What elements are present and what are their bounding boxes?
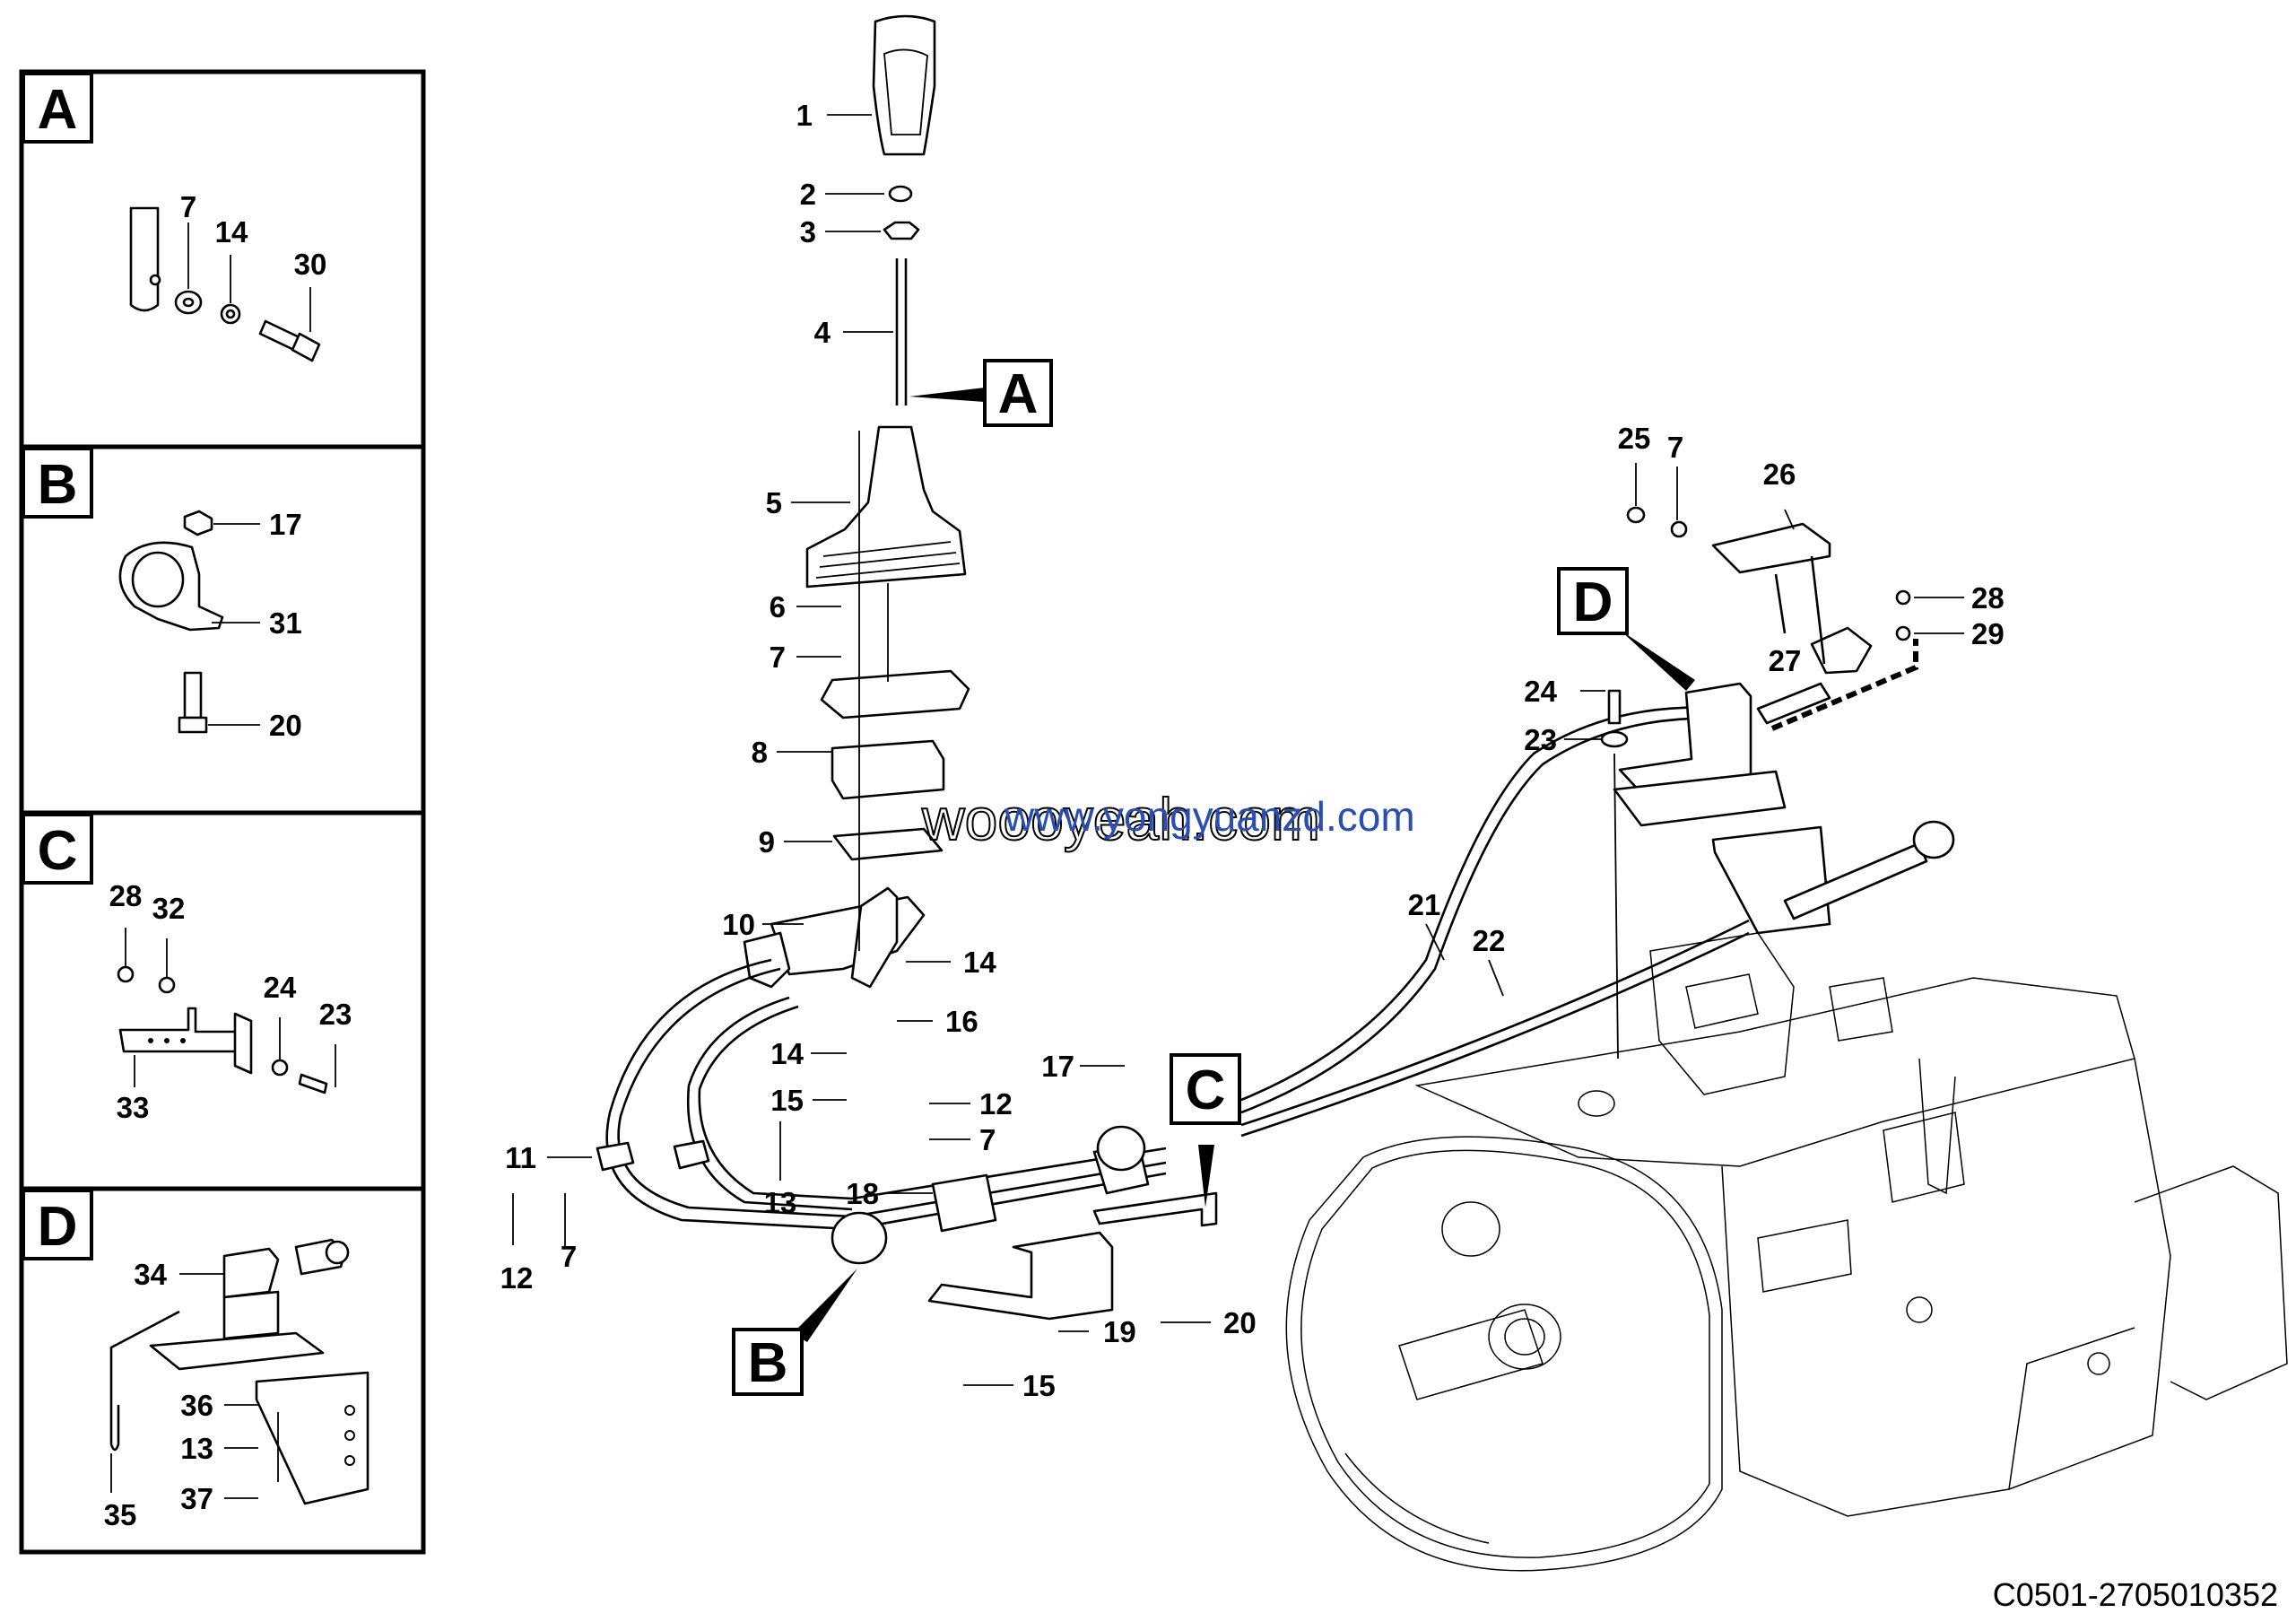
drawing-code: C0501-2705010352: [1993, 1576, 2278, 1613]
label-28: 28: [109, 879, 143, 912]
detail-letter-c: C: [38, 820, 78, 882]
label-9: 9: [759, 825, 775, 859]
callout-letter-a: A: [998, 363, 1039, 425]
label-15: 15: [770, 1084, 804, 1117]
gearbox-bracket-labels: 25 7 26 28 29 27 24 23 21 22: [1408, 422, 2005, 997]
label-27: 27: [1769, 644, 1802, 677]
label-22: 22: [1473, 924, 1506, 957]
detail-panel-a: A 7 14 30: [22, 72, 327, 362]
label-33: 33: [117, 1091, 150, 1124]
gear-lever-stack: [743, 14, 970, 989]
label-13: 13: [764, 1186, 797, 1219]
label-35: 35: [104, 1498, 137, 1531]
label-19: 19: [1103, 1315, 1136, 1348]
label-24: 24: [264, 971, 297, 1004]
label-4: 4: [814, 316, 831, 349]
gearbox-cable-brackets: [1600, 506, 1955, 1060]
label-20: 20: [1223, 1306, 1257, 1339]
detail-panel-d: D 34 36 13 37 35: [22, 1189, 370, 1531]
detail-letter-a: A: [38, 79, 78, 141]
label-14: 14: [215, 215, 248, 249]
label-6: 6: [770, 590, 786, 624]
label-18: 18: [846, 1177, 879, 1210]
callout-d: D: [1557, 567, 1695, 691]
label-7: 7: [979, 1123, 996, 1156]
label-37: 37: [180, 1482, 213, 1515]
label-1: 1: [796, 99, 813, 132]
label-5: 5: [766, 486, 782, 519]
label-29: 29: [1971, 617, 2005, 650]
callout-c: C: [1170, 1053, 1241, 1208]
label-23: 23: [319, 998, 352, 1031]
label-2: 2: [800, 178, 816, 211]
label-30: 30: [294, 248, 327, 281]
label-8: 8: [752, 736, 768, 769]
detail-letter-b: B: [38, 454, 78, 516]
label-15: 15: [1022, 1369, 1056, 1402]
watermark-primary: woooyeah.com: [921, 786, 1320, 852]
label-24: 24: [1524, 675, 1557, 708]
watermark: woooyeah.com www.yongyuanzd.com: [920, 785, 1415, 853]
label-17: 17: [1041, 1050, 1074, 1083]
label-31: 31: [269, 606, 302, 640]
cable-assembly: [596, 706, 1750, 1321]
label-20: 20: [269, 709, 302, 742]
lever-stack-labels: 1 2 3 4 5 6 7 8 9 10: [722, 99, 893, 941]
label-7: 7: [1667, 431, 1683, 464]
detail-letter-d: D: [38, 1196, 78, 1258]
callout-a: A: [909, 359, 1053, 427]
label-28: 28: [1971, 581, 2005, 615]
label-25: 25: [1618, 422, 1651, 455]
label-12: 12: [979, 1087, 1013, 1121]
detail-panel-b: B 17 31 20: [22, 447, 302, 742]
label-7: 7: [180, 190, 196, 223]
callout-letter-d: D: [1573, 571, 1613, 633]
callout-b: B: [732, 1269, 857, 1396]
label-12: 12: [500, 1261, 534, 1295]
label-16: 16: [945, 1005, 978, 1038]
label-14: 14: [963, 946, 996, 979]
callout-letter-b: B: [748, 1332, 788, 1394]
label-36: 36: [180, 1389, 213, 1422]
watermark-secondary: www.yongyuanzd.com: [1004, 793, 1415, 840]
label-10: 10: [722, 908, 755, 941]
callout-letter-c: C: [1186, 1060, 1226, 1121]
detail-panel-c: C 28 32 24 23 33: [22, 813, 352, 1124]
label-7: 7: [561, 1240, 577, 1273]
label-32: 32: [152, 892, 186, 925]
label-26: 26: [1763, 458, 1796, 491]
label-23: 23: [1524, 723, 1557, 756]
label-14: 14: [770, 1037, 804, 1070]
label-11: 11: [505, 1141, 536, 1174]
label-34: 34: [134, 1258, 167, 1291]
detail-panels: [19, 69, 426, 1555]
label-3: 3: [800, 215, 816, 249]
label-17: 17: [269, 508, 302, 541]
cable-labels: 11 12 7 13 14 14 15 16 17 12 7 18 19 20 …: [500, 946, 1257, 1402]
label-21: 21: [1408, 888, 1441, 921]
label-13: 13: [180, 1432, 213, 1465]
label-7: 7: [770, 641, 786, 674]
gearbox-housing: [1285, 932, 2288, 1572]
